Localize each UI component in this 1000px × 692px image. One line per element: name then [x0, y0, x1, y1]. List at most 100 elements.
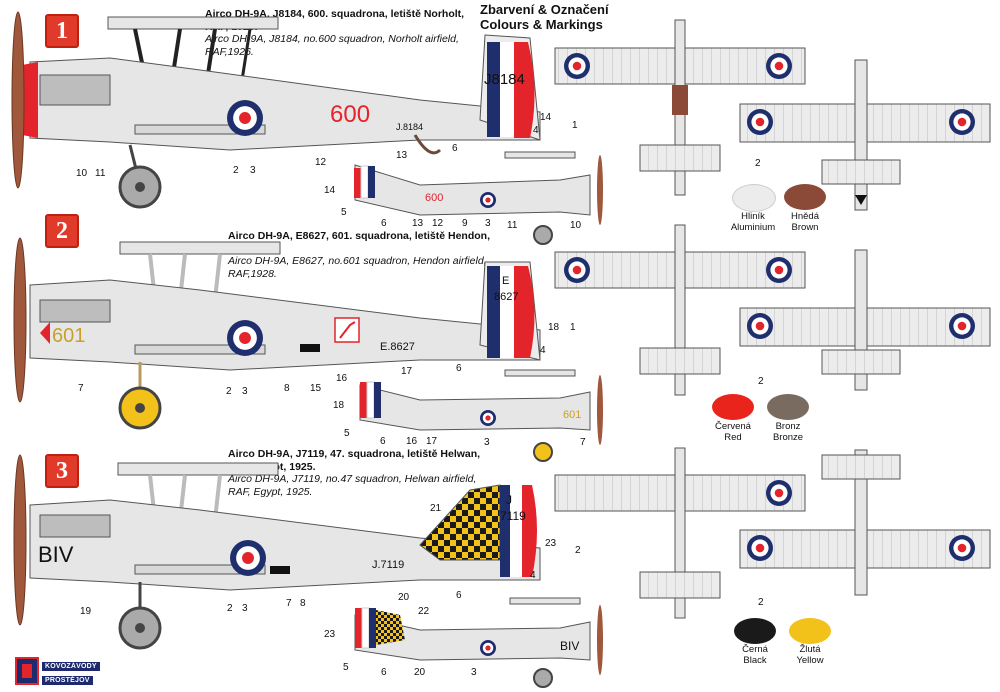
callout: 17	[401, 366, 413, 377]
callout: 2	[226, 386, 232, 397]
scheme-2-fuselage-serial: E.8627	[380, 341, 415, 353]
callout: 12	[432, 218, 444, 229]
callout: 6	[381, 667, 387, 678]
scheme-3-fuselage-code: BIV	[38, 542, 74, 567]
scheme-3-tail-serial-top: J	[506, 493, 512, 507]
callout: 10	[76, 168, 88, 179]
logo-emblem-icon	[15, 657, 39, 685]
scheme-2-side-view	[13, 237, 541, 430]
scheme-1-side-view-small: 600	[354, 151, 603, 245]
scheme-2-tail-serial: 8627	[494, 291, 518, 303]
scheme-3-top-view	[554, 447, 806, 619]
callout: 6	[380, 436, 386, 447]
scheme-1-fuselage-serial: J.8184	[396, 122, 423, 132]
callout: 15	[310, 383, 322, 394]
header-en: Colours & Markings	[480, 17, 603, 32]
callout: 6	[456, 590, 462, 601]
svg-text:601: 601	[563, 409, 581, 421]
callout: 5	[343, 662, 349, 673]
callout: 22	[418, 606, 430, 617]
callout: 18	[548, 322, 560, 333]
scheme-badge-2: 2	[45, 214, 79, 248]
scheme-badge-3: 3	[45, 454, 79, 488]
logo-line-1: KOVOZÁVODY	[42, 662, 100, 671]
callout: 11	[95, 168, 106, 179]
callout: 12	[315, 157, 327, 168]
callout: 6	[452, 143, 458, 154]
callout: 7	[580, 437, 586, 448]
callout: 2	[233, 165, 239, 176]
callout: 2	[758, 376, 764, 387]
svg-text:600: 600	[425, 192, 443, 204]
callout: 23	[324, 629, 336, 640]
scheme-1-bottom-view	[739, 59, 991, 211]
callout: 18	[333, 400, 345, 411]
swatch-yellow	[789, 618, 831, 644]
scheme-1-fuselage-code: 600	[330, 101, 370, 128]
callout: 20	[414, 667, 426, 678]
header-cz: Zbarvení & Označení	[480, 2, 609, 17]
callout: 4	[540, 345, 546, 356]
swatch-bronze	[767, 394, 809, 420]
callout: 16	[336, 373, 348, 384]
callout: 3	[485, 218, 491, 229]
callout: 3	[242, 386, 248, 397]
callout: 3	[471, 667, 477, 678]
callout: 5	[344, 428, 350, 439]
scheme-2-top-view	[554, 224, 806, 396]
callout: 1	[572, 120, 578, 131]
callout: 17	[426, 436, 438, 447]
scheme-3-side-view-small: BIV	[354, 597, 603, 688]
callout: 7	[78, 383, 84, 394]
callout: 2	[575, 545, 581, 556]
callout: 5	[341, 207, 347, 218]
callout: 19	[80, 606, 92, 617]
callout: 8	[300, 598, 306, 609]
callout: 2	[758, 597, 764, 608]
callout: 20	[398, 592, 410, 603]
callout: 1	[570, 322, 576, 333]
callout: 13	[396, 150, 408, 161]
swatch-brown	[784, 184, 826, 210]
callout: 2	[755, 158, 761, 169]
scheme-1-top-view	[554, 19, 806, 196]
callout: 4	[533, 125, 539, 136]
callout: 6	[381, 218, 387, 229]
scheme-2-fuselage-code: 601	[52, 325, 85, 347]
callout: 13	[412, 218, 424, 229]
scheme-3-bottom-view	[739, 449, 991, 596]
svg-text:BIV: BIV	[560, 639, 579, 653]
callout: 2	[227, 603, 233, 614]
scheme-2-tail-serial-top: E	[502, 275, 509, 287]
scheme-badge-1: 1	[45, 14, 79, 48]
callout: 23	[545, 538, 557, 549]
scheme-1-side-view	[11, 11, 541, 209]
callout: 4	[530, 570, 536, 581]
swatch-aluminium	[732, 184, 776, 212]
callout: 14	[540, 112, 552, 123]
scheme-2-side-view-small: 601	[359, 369, 603, 462]
page-header: Zbarvení & Označení Colours & Markings	[480, 2, 609, 32]
callout: 3	[242, 603, 248, 614]
scheme-1-tail-serial: J8184	[484, 71, 525, 88]
logo-line-2: PROSTĚJOV	[42, 676, 93, 685]
callout: 21	[430, 503, 442, 514]
scheme-3-fuselage-serial: J.7119	[372, 559, 404, 571]
callout: 10	[570, 220, 582, 231]
callout: 16	[406, 436, 418, 447]
callout: 14	[324, 185, 336, 196]
callout: 8	[284, 383, 290, 394]
swatch-red	[712, 394, 754, 420]
callout: 6	[456, 363, 462, 374]
callout: 11	[507, 220, 518, 231]
callout: 7	[286, 598, 292, 609]
scheme-3-tail-serial: 7119	[500, 509, 526, 523]
callout: 9	[462, 218, 468, 229]
